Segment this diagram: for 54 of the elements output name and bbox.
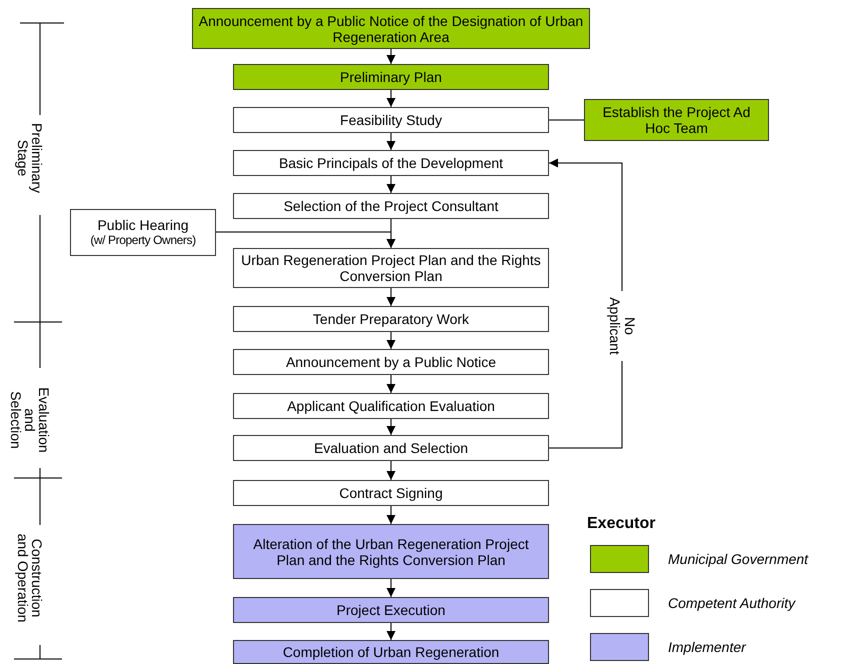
process-box <box>233 524 549 579</box>
box-text: Completion of Urban Regeneration <box>282 644 500 660</box>
arrow <box>386 374 396 394</box>
box-text: Tender Preparatory Work <box>312 311 470 327</box>
box-text: Announcement by a Public Notice of the Designation of Urban Regeneration Area <box>198 12 584 44</box>
edge-label: No Applicant <box>607 290 637 360</box>
arrow <box>386 418 396 436</box>
box-text: Urban Regeneration Project Plan and the Rights Conversion Plan <box>240 252 542 284</box>
process-box <box>584 99 769 141</box>
process-box <box>233 597 549 623</box>
box-text: Contract Signing <box>338 485 444 501</box>
process-box <box>233 248 549 288</box>
process-box <box>233 393 549 419</box>
process-box <box>233 107 549 133</box>
box-text: Selection of the Project Consultant <box>282 198 500 214</box>
legend-text: Implementer <box>668 638 746 657</box>
arrow <box>386 176 396 194</box>
process-box <box>233 64 549 90</box>
box-text: Feasibility Study <box>339 112 443 128</box>
box-text: Preliminary Plan <box>339 69 443 85</box>
process-box <box>233 349 549 375</box>
box-text: Evaluation and Selection <box>312 440 470 456</box>
arrow <box>386 506 396 524</box>
stage-label: Preliminary Stage <box>16 122 44 195</box>
arrow <box>386 288 396 306</box>
arrow <box>386 132 396 150</box>
process-box <box>233 435 549 461</box>
box-text: Establish the Project Ad Hoc Team <box>602 104 752 136</box>
box-text: Project Execution <box>336 602 446 618</box>
arrow <box>216 232 396 248</box>
box-text: Alteration of the Urban Regeneration Project Plan and the Rights Conversion Plan <box>252 536 530 568</box>
stage-label: Evaluation and Selection <box>9 386 51 455</box>
box-text: Applicant Qualification Evaluation <box>286 398 496 414</box>
box-text: (w/ Property Owners) <box>90 233 196 248</box>
box-text: Public Hearing <box>96 217 190 233</box>
legend-text: Competent Authority <box>668 594 796 613</box>
arrow <box>386 332 396 350</box>
process-box <box>70 209 216 256</box>
stage-label: Construction and Operation <box>16 532 44 624</box>
box-text: Basic Principals of the Development <box>278 155 504 171</box>
box-text: Announcement by a Public Notice <box>284 354 498 370</box>
process-box <box>233 480 549 506</box>
process-box <box>233 640 549 664</box>
arrow <box>386 48 396 64</box>
arrow <box>386 622 396 640</box>
process-box <box>233 193 549 219</box>
process-box <box>233 150 549 176</box>
legend-title: Executor <box>587 514 656 534</box>
process-box <box>192 8 590 49</box>
arrow <box>386 90 396 108</box>
process-box <box>233 306 549 332</box>
arrow <box>386 578 396 598</box>
legend-text: Municipal Government <box>668 550 808 569</box>
arrow <box>386 460 396 480</box>
